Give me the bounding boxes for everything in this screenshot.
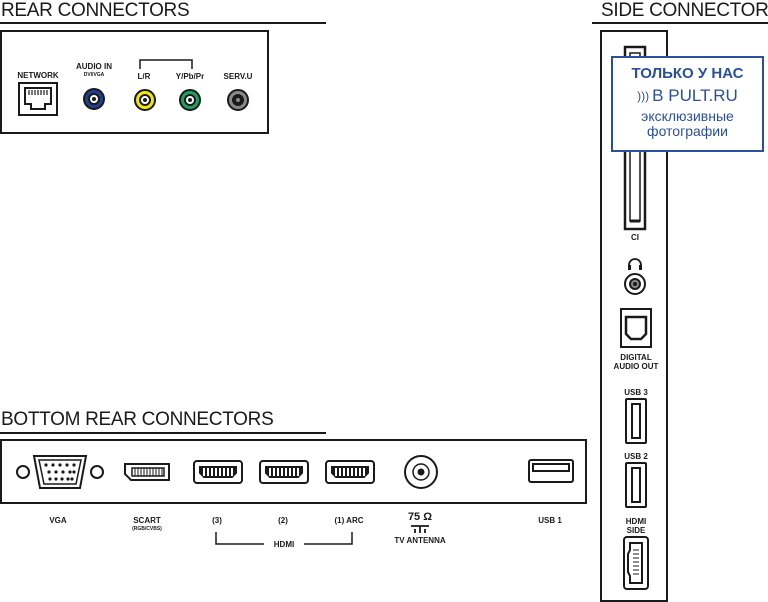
watermark-stamp: ТОЛЬКО У НАС ))) В PULT.RU эксклюзивные … (611, 56, 764, 152)
serv-u-label: SERV.U (223, 72, 253, 81)
hdmi1-port-icon (325, 460, 375, 484)
scart-label: SCART (133, 516, 161, 525)
component-bracket (139, 59, 193, 69)
vga-port-icon (16, 455, 104, 489)
audio-in-jack-icon (83, 88, 105, 110)
hdmi-group-bracket (215, 532, 353, 545)
rear-connectors-title: REAR CONNECTORS (1, 0, 190, 21)
antenna-symbol-icon (411, 525, 429, 533)
rear-title-rule (0, 22, 326, 24)
hdmi-group-label: HDMI (273, 540, 295, 549)
usb3-port-icon (625, 398, 647, 444)
bottom-rear-connectors-title: BOTTOM REAR CONNECTORS (1, 409, 274, 430)
bottom-title-rule (0, 432, 326, 434)
lr-label: L/R (137, 72, 151, 81)
watermark-line2: В PULT.RU (652, 86, 738, 105)
vga-label: VGA (49, 516, 67, 525)
digital-audio-out-label: DIGITAL AUDIO OUT (613, 353, 659, 371)
network-label: NETWORK (17, 71, 59, 80)
watermark-line1: ТОЛЬКО У НАС (631, 65, 744, 82)
hdmi3-label: (3) (212, 516, 222, 525)
audio-in-label: AUDIO IN (76, 62, 112, 71)
antenna-ohm-label: 75 Ω (407, 511, 433, 523)
hdmi2-label: (2) (278, 516, 288, 525)
network-port-icon (18, 82, 58, 116)
headphone-jack-icon (624, 273, 646, 295)
scart-sub-label: (RGB/CVBS) (132, 526, 162, 532)
hdmi-side-port-icon (623, 536, 649, 590)
audio-in-sub-label: DVI/VGA (83, 72, 105, 78)
watermark-line4: фотографии (647, 123, 728, 139)
usb2-port-icon (625, 462, 647, 508)
hdmi3-port-icon (193, 460, 243, 484)
rear-connector-panel: NETWORK AUDIO IN DVI/VGA L/R Y/Pb/Pr SER… (0, 30, 269, 134)
tv-antenna-port-icon (404, 455, 438, 489)
ci-label: CI (631, 233, 639, 242)
headphone-icon (628, 258, 642, 270)
watermark-line3: эксклюзивные (641, 108, 734, 124)
usb3-label: USB 3 (624, 388, 648, 397)
serv-u-jack-icon (227, 89, 249, 111)
usb1-port-icon (528, 459, 574, 483)
hdmi-side-label: HDMI SIDE (625, 517, 647, 535)
lr-jack-icon (134, 89, 156, 111)
digital-audio-out-port-icon (620, 308, 652, 348)
hdmi1-label: (1) ARC (334, 516, 364, 525)
ypbpr-jack-icon (179, 89, 201, 111)
scart-port-icon (124, 463, 170, 481)
side-connectors-title: SIDE CONNECTORS (601, 0, 768, 21)
side-title-rule (592, 22, 768, 24)
hdmi2-port-icon (259, 460, 309, 484)
tv-antenna-label: TV ANTENNA (394, 536, 446, 545)
bottom-connector-panel (0, 439, 587, 504)
ypbpr-label: Y/Pb/Pr (175, 72, 205, 81)
usb2-label: USB 2 (624, 452, 648, 461)
signal-icon: ))) (637, 89, 650, 103)
usb1-label: USB 1 (538, 516, 562, 525)
